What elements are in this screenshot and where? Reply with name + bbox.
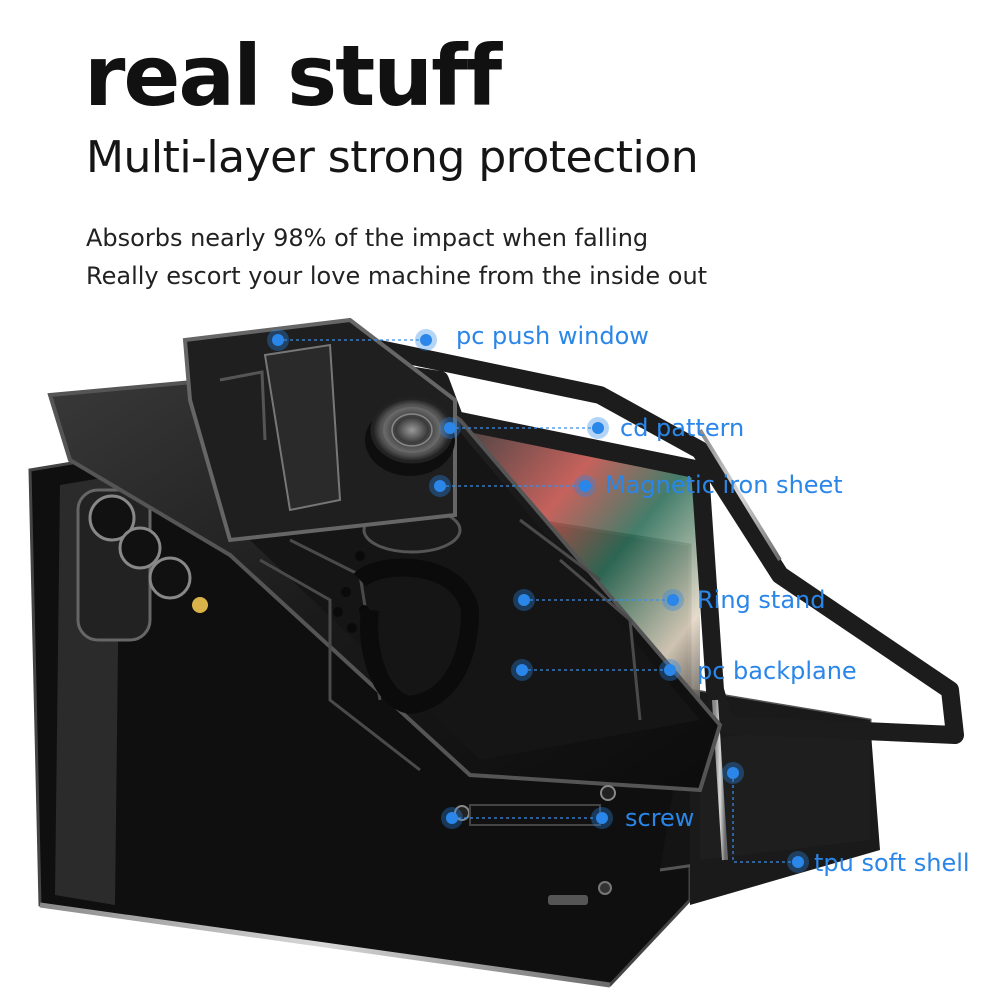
callout-magnetic-iron-sheet: Magnetic iron sheet	[605, 471, 843, 499]
camera-module	[76, 488, 208, 642]
callout-pc-push-window: pc push window	[456, 322, 649, 350]
cd-pattern-disc	[365, 396, 455, 476]
description-line-1: Absorbs nearly 98% of the impact when fa…	[86, 224, 649, 252]
callout-screw: screw	[625, 804, 695, 832]
callout-cd-pattern: cd pattern	[620, 414, 745, 442]
headline: real stuff	[84, 27, 502, 125]
subheadline: Multi-layer strong protection	[86, 132, 699, 183]
description-line-2: Really escort your love machine from the…	[86, 262, 708, 290]
callout-tpu-soft-shell: tpu soft shell	[814, 849, 970, 877]
callout-pc-backplane: pc backplane	[697, 657, 857, 685]
callout-lines	[278, 339, 798, 863]
callout-dots	[267, 329, 809, 873]
callout-ring-stand: Ring stand	[697, 586, 826, 614]
pc-push-window	[182, 317, 457, 543]
